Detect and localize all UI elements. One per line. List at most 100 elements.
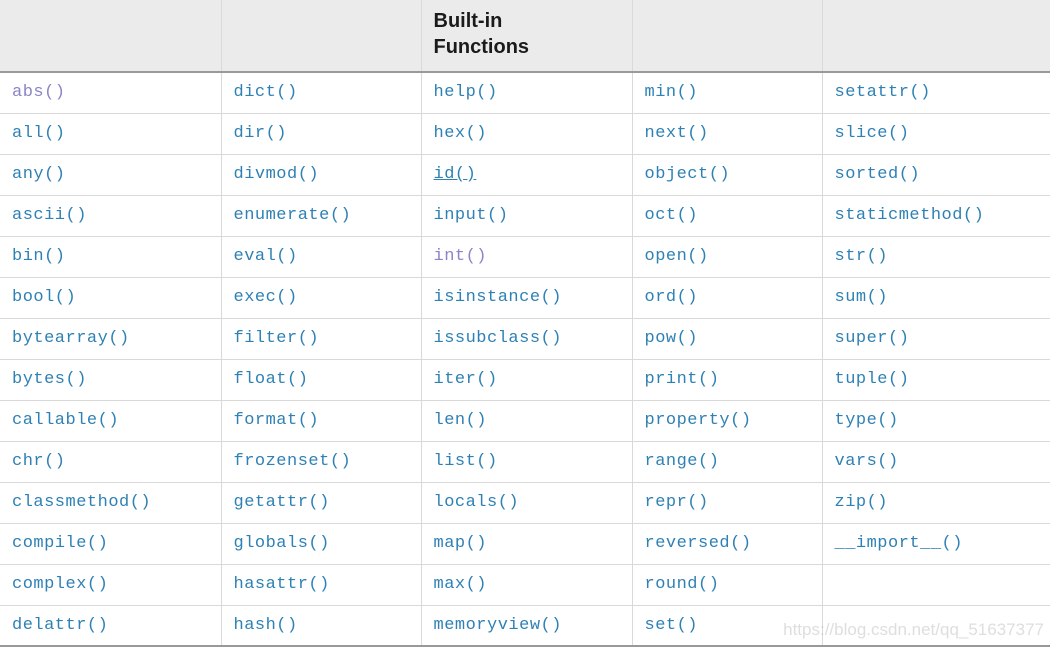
function-link[interactable]: map() [433,534,488,553]
function-link[interactable]: hex() [433,124,488,143]
function-link[interactable]: enumerate() [233,206,352,225]
function-link[interactable]: list() [433,452,498,471]
function-link[interactable]: delattr() [12,615,109,635]
function-link[interactable]: len() [433,411,488,430]
function-link[interactable]: globals() [233,534,330,553]
function-link[interactable]: format() [233,411,320,430]
function-link[interactable]: open() [644,247,709,266]
function-link[interactable]: getattr() [233,493,330,512]
function-cell: hex() [421,113,633,155]
function-link[interactable]: divmod() [233,165,320,184]
function-cell: callable() [0,400,222,442]
function-link[interactable]: dir() [233,124,288,143]
function-link[interactable]: ascii() [12,206,87,225]
function-cell: exec() [221,277,422,319]
function-link[interactable]: id() [433,165,477,184]
function-cell: reversed() [632,523,823,565]
function-link[interactable]: next() [644,124,709,143]
table-row: delattr() hash() memoryview() set() [0,605,1050,647]
function-cell: help() [421,72,633,114]
table-row: all() dir() hex() next() slice() [0,113,1050,155]
function-link[interactable]: bin() [12,247,66,266]
function-link[interactable]: float() [233,370,309,389]
function-link[interactable]: __import__() [834,534,963,553]
function-link[interactable]: range() [644,452,720,471]
function-link[interactable]: any() [12,165,66,184]
function-cell: zip() [822,482,1050,524]
table-row: abs() dict() help() min() setattr() [0,72,1050,114]
function-link[interactable]: bytes() [12,370,87,389]
function-link[interactable]: set() [644,615,699,635]
function-link[interactable]: input() [433,206,509,225]
function-cell: bool() [0,277,222,319]
function-link[interactable]: property() [644,411,752,430]
function-link[interactable]: tuple() [834,370,910,389]
function-link[interactable]: hash() [233,615,298,635]
function-link[interactable]: memoryview() [433,615,562,635]
function-link[interactable]: slice() [834,124,910,143]
function-link[interactable]: eval() [233,247,298,266]
function-link[interactable]: dict() [233,83,298,103]
table-body: abs() dict() help() min() setattr() all() dir(… [0,72,1050,647]
function-cell: globals() [221,523,422,565]
function-link[interactable]: staticmethod() [834,206,985,225]
function-link[interactable]: object() [644,165,731,184]
function-cell: compile() [0,523,222,565]
function-link[interactable]: print() [644,370,720,389]
function-link[interactable]: repr() [644,493,709,512]
function-cell: vars() [822,441,1050,483]
function-link[interactable]: abs() [12,83,66,103]
function-link[interactable]: callable() [12,411,120,430]
function-link[interactable]: sorted() [834,165,921,184]
function-link[interactable]: oct() [644,206,699,225]
function-link[interactable]: round() [644,575,720,594]
function-link[interactable]: min() [644,83,699,103]
function-cell: min() [632,72,823,114]
function-cell: getattr() [221,482,422,524]
table-row: compile() globals() map() reversed() __impor… [0,523,1050,565]
function-link[interactable]: frozenset() [233,452,352,471]
function-link[interactable]: help() [433,83,498,103]
function-link[interactable]: zip() [834,493,889,512]
function-cell: bytearray() [0,318,222,360]
function-link[interactable]: super() [834,329,910,348]
function-link[interactable]: bytearray() [12,329,130,348]
function-link[interactable]: compile() [12,534,109,553]
function-link[interactable]: sum() [834,288,889,307]
header-cell-empty-1 [0,0,222,73]
function-cell: property() [632,400,823,442]
function-link[interactable]: bool() [12,288,77,307]
function-cell: sorted() [822,154,1050,196]
table-row: callable() format() len() property() type() [0,400,1050,442]
function-link[interactable]: setattr() [834,83,931,103]
function-link[interactable]: reversed() [644,534,752,553]
function-link[interactable]: iter() [433,370,498,389]
function-link[interactable]: exec() [233,288,298,307]
function-link[interactable]: vars() [834,452,899,471]
function-cell [822,564,1050,606]
function-cell: memoryview() [421,605,633,647]
function-link[interactable]: complex() [12,575,109,594]
function-link[interactable]: pow() [644,329,699,348]
function-link[interactable]: str() [834,247,889,266]
function-link[interactable]: isinstance() [433,288,562,307]
function-link[interactable]: int() [433,247,488,266]
function-link[interactable]: issubclass() [433,329,562,348]
function-cell: classmethod() [0,482,222,524]
function-link[interactable]: type() [834,411,899,430]
function-cell: iter() [421,359,633,401]
function-link[interactable]: locals() [433,493,520,512]
function-link[interactable]: chr() [12,452,66,471]
function-cell: map() [421,523,633,565]
function-link[interactable]: all() [12,124,66,143]
function-link[interactable]: max() [433,575,488,594]
function-cell: locals() [421,482,633,524]
function-cell: frozenset() [221,441,422,483]
function-cell: round() [632,564,823,606]
function-link[interactable]: ord() [644,288,699,307]
function-link[interactable]: filter() [233,329,320,348]
function-link[interactable]: hasattr() [233,575,330,594]
table-row: bool() exec() isinstance() ord() sum() [0,277,1050,319]
function-link[interactable]: classmethod() [12,493,152,512]
